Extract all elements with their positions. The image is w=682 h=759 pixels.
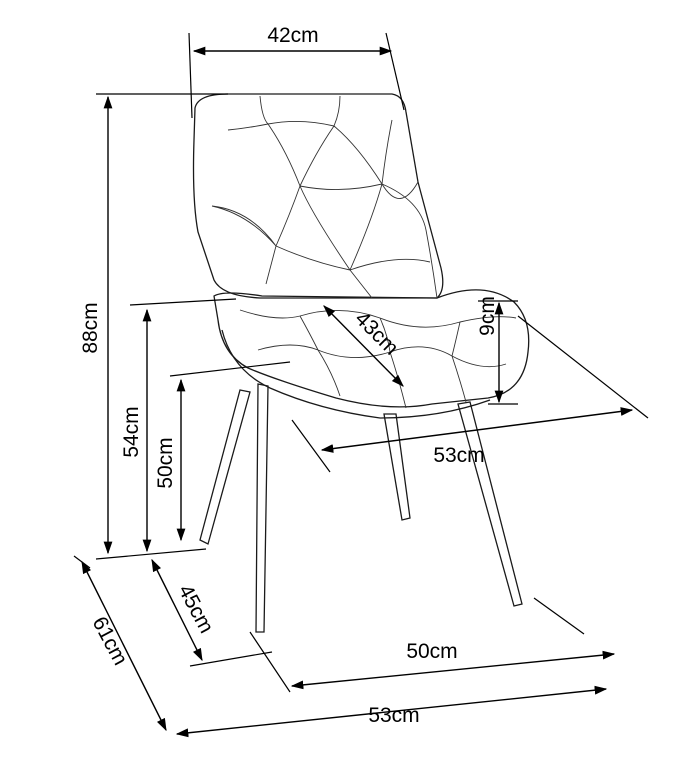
label-seat-top-height: 54cm (120, 406, 143, 457)
label-seat-depth: 43cm (350, 307, 403, 360)
dim-seat-top-height (129, 298, 237, 553)
dim-seat-width (291, 315, 649, 473)
chair-leg-front-left (255, 383, 269, 633)
chair-leg-back-left (199, 389, 251, 545)
label-seat-height: 50cm (154, 437, 177, 488)
dim-seat-depth (323, 305, 404, 387)
dim-leg-width (249, 597, 616, 693)
label-total-height: 88cm (79, 302, 102, 353)
chair-leg-back-right (383, 413, 411, 521)
backrest-tufting (211, 95, 438, 299)
dim-back-tilt (478, 300, 518, 405)
ground-line (95, 548, 207, 560)
label-leg-width: 50cm (406, 640, 457, 663)
dim-total-depth (73, 555, 167, 732)
chair-illustration (192, 93, 530, 633)
label-total-width: 53cm (368, 704, 419, 727)
chair-leg-front-right (457, 401, 523, 607)
dim-total-height (96, 93, 228, 555)
dim-back-width (188, 32, 405, 119)
label-back-width: 42cm (267, 24, 318, 47)
label-total-depth: 61cm (88, 613, 132, 669)
label-seat-width: 53cm (433, 444, 484, 467)
chair-seat (213, 289, 530, 408)
dim-leg-depth (151, 558, 273, 667)
label-back-tilt: 9cm (476, 296, 499, 336)
chair-backrest (192, 93, 444, 299)
dim-seat-height (169, 361, 291, 542)
label-leg-depth: 45cm (174, 581, 218, 637)
dim-total-width (175, 685, 608, 738)
